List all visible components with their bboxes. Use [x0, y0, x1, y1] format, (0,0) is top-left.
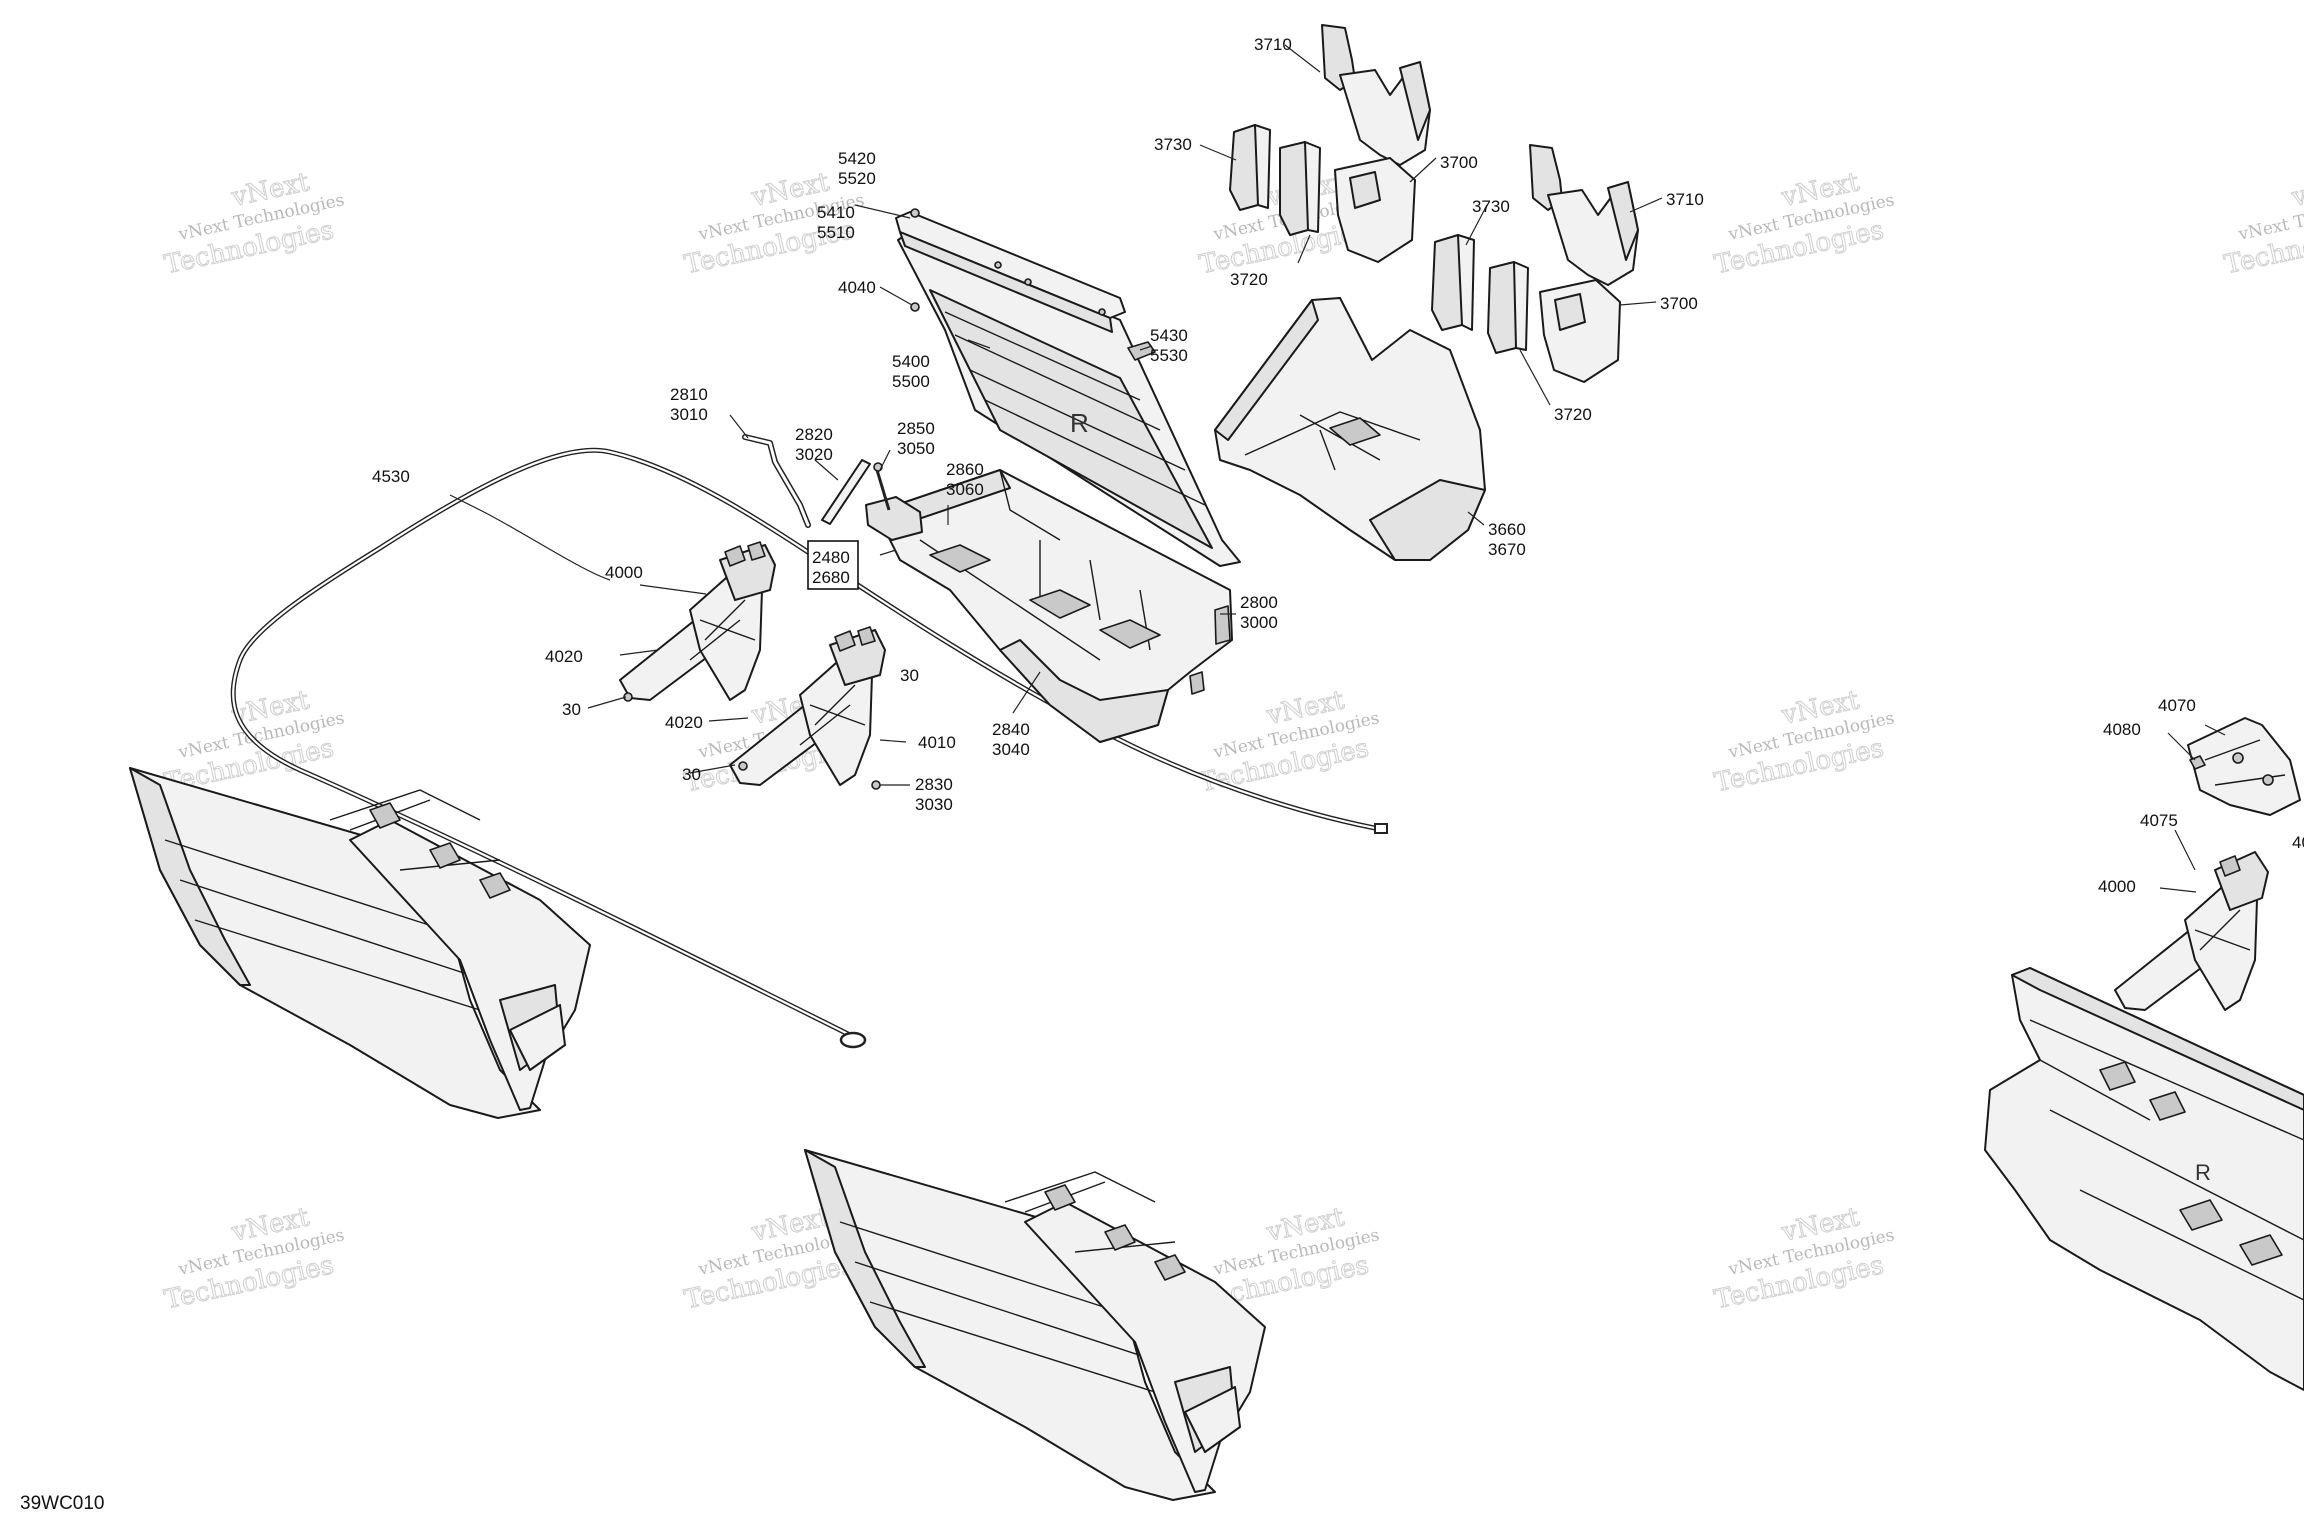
- callout-5400: 5400: [892, 352, 930, 371]
- strap-2820-icon: [821, 459, 871, 525]
- callout-4020: 4020: [665, 713, 703, 732]
- callout-3700: 3700: [1440, 153, 1478, 172]
- insert-3730-icon: [1431, 234, 1529, 354]
- callout-4000: 4000: [2098, 877, 2136, 896]
- box-lid-panel-icon: R: [897, 231, 1241, 567]
- callout-5430: 5430: [1150, 326, 1188, 345]
- mount-bracket-4070-icon: [2187, 717, 2301, 816]
- cable-loop-end-icon: [839, 1031, 867, 1049]
- box-emboss-mark-icon: R: [2195, 1160, 2211, 1185]
- callout-3030: 3030: [915, 795, 953, 814]
- callout-5520: 5520: [838, 169, 876, 188]
- callout-3720: 3720: [1554, 405, 1592, 424]
- callout-2820: 2820: [795, 425, 833, 444]
- callout-5420: 5420: [838, 149, 876, 168]
- watermark: vNext vNext Technologies Technologies: [1711, 685, 1896, 799]
- callout-5500: 5500: [892, 372, 930, 391]
- callout-2830: 2830: [915, 775, 953, 794]
- callout-30: 30: [562, 700, 581, 719]
- callout-4075: 4075: [2140, 811, 2178, 830]
- callout-5410: 5410: [817, 203, 855, 222]
- callout-frame: [807, 540, 859, 590]
- watermark: vNext vNext Technologies Technologies: [1711, 167, 1896, 281]
- callout-30: 30: [900, 666, 919, 685]
- callout-2810: 2810: [670, 385, 708, 404]
- callout-4010: 4010: [918, 733, 956, 752]
- callout-2680: 2680: [812, 568, 850, 587]
- callout-40-partial: 40: [2292, 833, 2304, 852]
- callout-2800: 2800: [1240, 593, 1278, 612]
- callout-3720: 3720: [1230, 270, 1268, 289]
- latch-rod-2810-icon: [742, 434, 811, 528]
- callout-3730: 3730: [1472, 197, 1510, 216]
- callout-3710: 3710: [1254, 35, 1292, 54]
- callout-3040: 3040: [992, 740, 1030, 759]
- callout-3710: 3710: [1666, 190, 1704, 209]
- cable-end-fitting-icon: [1374, 823, 1388, 834]
- callout-4040: 4040: [838, 278, 876, 297]
- cargo-box-assembly-icon: [129, 767, 591, 1119]
- callout-4020: 4020: [545, 647, 583, 666]
- callout-3700: 3700: [1660, 294, 1698, 313]
- callout-3730: 3730: [1154, 135, 1192, 154]
- box-support-bracket-icon: [2114, 851, 2269, 1011]
- box-support-bracket-icon: [729, 626, 886, 790]
- leader-lines: [449, 44, 2226, 893]
- watermark: vNext vNext Technologies Technologies: [2221, 167, 2304, 281]
- callout-30: 30: [682, 765, 701, 784]
- figure-code: 39WC010: [20, 1493, 105, 1514]
- callout-4000: 4000: [605, 563, 643, 582]
- storage-organizer-icon: [1214, 297, 1486, 561]
- screw-4040-icon: [910, 302, 920, 312]
- watermark: vNext vNext Technologies Technologies: [161, 167, 346, 281]
- callout-2850: 2850: [897, 419, 935, 438]
- callout-4530: 4530: [372, 467, 410, 486]
- callout-4080: 4080: [2103, 720, 2141, 739]
- callout-3050: 3050: [897, 439, 935, 458]
- cargo-box-partial-icon: R: [1984, 967, 2304, 1391]
- insert-3700-icon: [1334, 157, 1416, 263]
- lid-latch-icon: [1127, 341, 1156, 361]
- callout-5510: 5510: [817, 223, 855, 242]
- callout-3010: 3010: [670, 405, 708, 424]
- callout-4070: 4070: [2158, 696, 2196, 715]
- box-support-bracket-icon: [619, 541, 776, 702]
- cargo-box-assembly-icon: [804, 1149, 1266, 1501]
- callout-2480: 2480: [812, 548, 850, 567]
- pin-2850-icon: [873, 462, 891, 511]
- divider-3710-icon: [1321, 24, 1431, 166]
- callout-5530: 5530: [1150, 346, 1188, 365]
- hinge-pivot-block-icon: [865, 496, 923, 541]
- insert-3700-icon: [1539, 279, 1621, 383]
- callout-3670: 3670: [1488, 540, 1526, 559]
- lid-emboss-mark-icon: R: [1070, 408, 1089, 438]
- watermark-layer: vNext vNext Technologies Technologies vN…: [161, 167, 2304, 1316]
- callout-3660: 3660: [1488, 520, 1526, 539]
- lid-hinge-bar-icon: [895, 208, 1126, 333]
- watermark: vNext vNext Technologies Technologies: [161, 1202, 346, 1316]
- watermark-stamp: vNext: [2288, 167, 2304, 213]
- callout-3020: 3020: [795, 445, 833, 464]
- callout-2840: 2840: [992, 720, 1030, 739]
- callout-2860: 2860: [946, 460, 984, 479]
- callout-3060: 3060: [946, 480, 984, 499]
- watermark: vNext vNext Technologies Technologies: [1711, 1202, 1896, 1316]
- divider-3710-icon: [1529, 144, 1639, 286]
- callout-labels: 5420 5520 5410 5510 4040 5430 5530 5400 …: [372, 35, 2304, 896]
- callout-3000: 3000: [1240, 613, 1278, 632]
- insert-3730-icon: [1229, 124, 1321, 236]
